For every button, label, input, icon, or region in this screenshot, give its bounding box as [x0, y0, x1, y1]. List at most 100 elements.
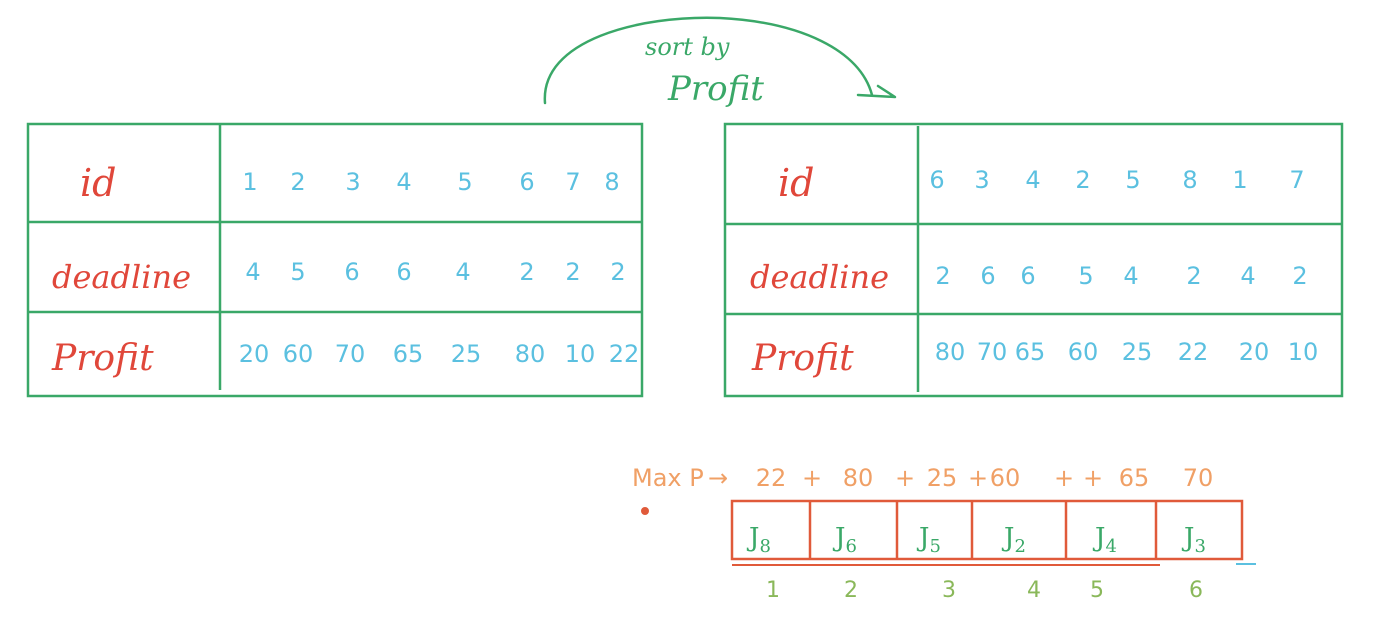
- right-id-value: 3: [974, 166, 989, 194]
- right-deadline-value: 6: [1020, 262, 1035, 290]
- job-letter: J: [1092, 523, 1105, 553]
- max-profit-label: Max P: [632, 464, 704, 492]
- left-label-deadline: deadline: [52, 258, 191, 296]
- left-profit-value: 20: [239, 340, 270, 368]
- right-profit-value: 10: [1288, 338, 1319, 366]
- scheduled-job: J6: [832, 523, 857, 557]
- scheduled-job: J8: [746, 523, 771, 557]
- right-id-value: 2: [1075, 166, 1090, 194]
- left-id-value: 4: [396, 168, 411, 196]
- right-id-value: 6: [929, 166, 944, 194]
- right-id-value: 4: [1025, 166, 1040, 194]
- right-profit-value: 80: [935, 338, 966, 366]
- job-letter: J: [916, 523, 929, 553]
- job-letter: J: [1181, 523, 1194, 553]
- right-deadline-value: 2: [1292, 262, 1307, 290]
- left-label-profit: Profit: [51, 338, 154, 379]
- right-id-value: 7: [1289, 166, 1304, 194]
- job-letter: J: [746, 523, 759, 553]
- right-id-value: 8: [1182, 166, 1197, 194]
- left-table-border: [26, 122, 644, 398]
- max-profit-term: 65: [1119, 464, 1150, 492]
- max-profit-term: 70: [1183, 464, 1214, 492]
- right-deadline-value: 4: [1123, 262, 1138, 290]
- pen-dot: [641, 507, 649, 515]
- slot-number: 6: [1189, 578, 1203, 603]
- schedule-dividers: [808, 501, 1158, 559]
- right-id-value: 5: [1125, 166, 1140, 194]
- scheduled-job: J4: [1092, 523, 1117, 557]
- max-profit-terms: 22 80 25 60 65 70 + + + + +: [756, 464, 1214, 492]
- max-profit-term: 25: [927, 464, 958, 492]
- left-id-value: 6: [519, 168, 534, 196]
- plus-sign: +: [968, 464, 988, 492]
- left-deadline-value: 4: [245, 258, 260, 286]
- plus-sign: +: [1083, 464, 1103, 492]
- plus-sign: +: [895, 464, 915, 492]
- left-profit-value: 70: [335, 340, 366, 368]
- right-deadline-value: 4: [1240, 262, 1255, 290]
- plus-sign: +: [802, 464, 822, 492]
- left-profit-value: 80: [515, 340, 546, 368]
- left-deadline-value: 4: [455, 258, 470, 286]
- sort-note-line1: sort by: [645, 33, 730, 61]
- sort-arrow-head-icon: [856, 84, 897, 99]
- right-label-profit: Profit: [751, 338, 854, 379]
- right-profit-value: 20: [1239, 338, 1270, 366]
- right-label-id: id: [778, 161, 814, 205]
- scheduled-job: J3: [1181, 523, 1206, 557]
- left-deadline-value: 2: [610, 258, 625, 286]
- plus-sign: +: [1054, 464, 1074, 492]
- slot-number: 5: [1090, 578, 1104, 603]
- job-subscript: 2: [1014, 536, 1025, 557]
- left-id-value: 7: [565, 168, 580, 196]
- right-label-deadline: deadline: [750, 258, 889, 296]
- schedule-box: [730, 499, 1244, 561]
- scheduled-job: J2: [1001, 523, 1026, 557]
- left-id-value: 2: [290, 168, 305, 196]
- right-deadline-value: 5: [1078, 262, 1093, 290]
- slot-number: 2: [844, 578, 858, 603]
- max-profit-term: 22: [756, 464, 787, 492]
- left-id-value: 8: [604, 168, 619, 196]
- right-profit-value: 65: [1015, 338, 1046, 366]
- job-letter: J: [1001, 523, 1014, 553]
- left-id-value: 5: [457, 168, 472, 196]
- job-subscript: 4: [1105, 536, 1116, 557]
- left-label-id: id: [80, 161, 116, 205]
- job-subscript: 8: [759, 536, 770, 557]
- job-subscript: 5: [929, 536, 940, 557]
- max-profit-term: 80: [843, 464, 874, 492]
- right-id-values: 6 3 4 2 5 8 1 7: [929, 166, 1304, 194]
- sort-note-line2: Profit: [667, 69, 764, 109]
- left-deadline-value: 2: [519, 258, 534, 286]
- left-profit-value: 25: [451, 340, 482, 368]
- right-profit-value: 22: [1178, 338, 1209, 366]
- left-profit-value: 60: [283, 340, 314, 368]
- left-deadline-value: 6: [344, 258, 359, 286]
- left-id-value: 3: [345, 168, 360, 196]
- max-profit-term: 60: [990, 464, 1021, 492]
- right-table-border: [723, 122, 1344, 398]
- right-profit-value: 60: [1068, 338, 1099, 366]
- scheduled-job: J5: [916, 523, 941, 557]
- left-deadline-value: 2: [565, 258, 580, 286]
- left-id-value: 1: [242, 168, 257, 196]
- right-profit-value: 70: [977, 338, 1008, 366]
- right-id-value: 1: [1232, 166, 1247, 194]
- sort-arrow-curve: [543, 16, 874, 105]
- right-deadline-value: 6: [980, 262, 995, 290]
- slot-number: 1: [766, 578, 780, 603]
- right-deadline-value: 2: [1186, 262, 1201, 290]
- right-deadline-value: 2: [935, 262, 950, 290]
